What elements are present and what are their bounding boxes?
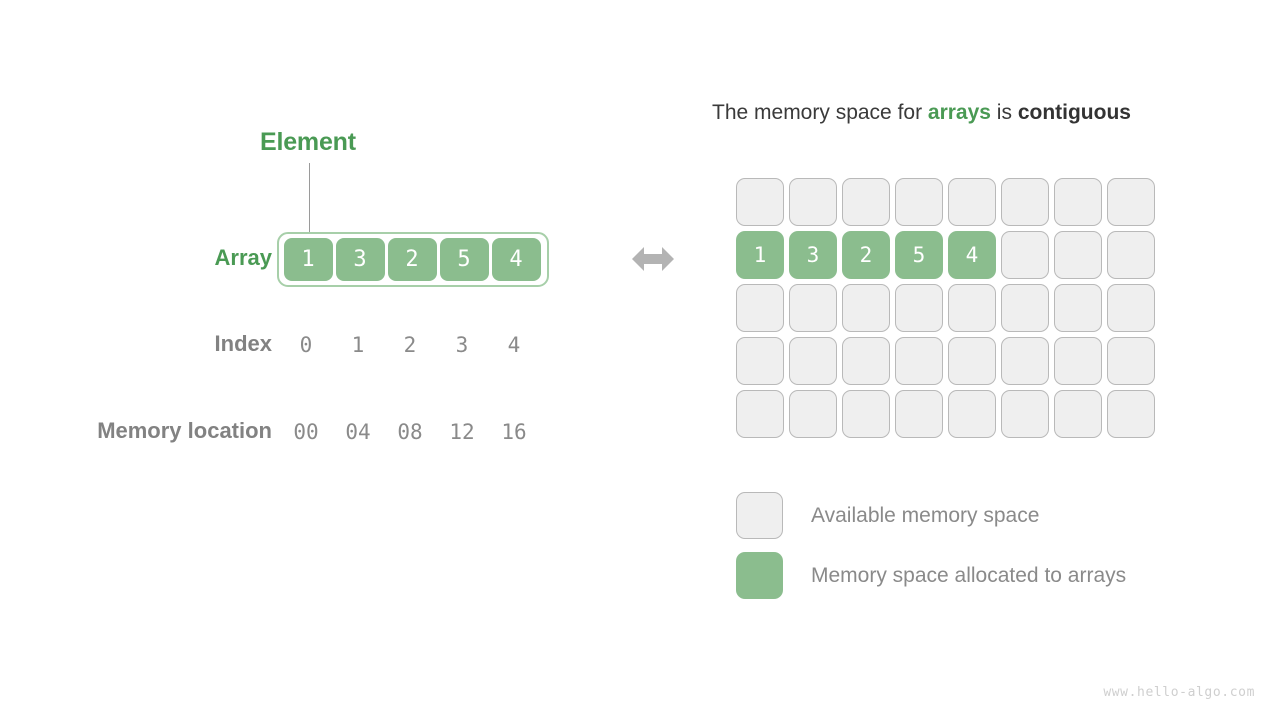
memory-cell-available	[1054, 178, 1102, 226]
memory-cell-available	[1054, 390, 1102, 438]
memory-cell-available	[1107, 231, 1155, 279]
memory-cell-allocated: 4	[948, 231, 996, 279]
memory-location-value: 12	[449, 420, 475, 444]
index-value: 4	[507, 333, 521, 357]
index-value: 2	[403, 333, 417, 357]
memory-cell-available	[736, 337, 784, 385]
memory-cell-available	[948, 390, 996, 438]
memory-cell-available	[1107, 337, 1155, 385]
memory-cell-available	[736, 178, 784, 226]
array-cell: 3	[335, 238, 385, 281]
memory-cell-allocated: 2	[842, 231, 890, 279]
row-label-array: Array	[214, 245, 272, 270]
memory-cell-available	[1107, 178, 1155, 226]
index-value: 3	[455, 333, 469, 357]
memory-cell-allocated: 1	[736, 231, 784, 279]
memory-cell-available	[789, 337, 837, 385]
memory-cell-available	[1054, 284, 1102, 332]
memory-cell-available	[895, 337, 943, 385]
array-cell: 1	[283, 238, 333, 281]
memory-cell-available	[1001, 284, 1049, 332]
memory-cell-available	[1054, 337, 1102, 385]
array-cell: 5	[439, 238, 489, 281]
element-callout-label: Element	[260, 128, 356, 156]
element-callout-connector-line	[309, 163, 310, 239]
memory-cell-available	[1001, 178, 1049, 226]
memory-cell-available	[1107, 284, 1155, 332]
legend-swatch-allocated	[736, 552, 783, 599]
memory-cell-available	[842, 390, 890, 438]
memory-cell-available	[1054, 231, 1102, 279]
index-value: 0	[299, 333, 313, 357]
memory-cell-available	[948, 284, 996, 332]
memory-cell-available	[789, 284, 837, 332]
title-highlight-arrays: arrays	[927, 101, 991, 124]
memory-cell-available	[842, 337, 890, 385]
legend-label: Memory space allocated to arrays	[811, 563, 1127, 587]
memory-cell-available	[948, 337, 996, 385]
right-panel-title: The memory space for arrays is contiguou…	[712, 101, 1131, 125]
double-headed-arrow-icon	[632, 247, 674, 271]
memory-cell-available	[1001, 231, 1049, 279]
memory-cell-available	[895, 284, 943, 332]
array-cell: 2	[387, 238, 437, 281]
memory-cell-available	[736, 284, 784, 332]
row-label-index: Index	[214, 331, 272, 356]
title-part-1: The memory space for	[712, 101, 928, 124]
memory-cell-available	[789, 178, 837, 226]
legend-label: Available memory space	[811, 503, 1040, 527]
memory-cell-available	[1001, 390, 1049, 438]
legend-row: Memory space allocated to arrays	[736, 552, 1126, 599]
memory-cell-available	[736, 390, 784, 438]
memory-location-value: 16	[501, 420, 527, 444]
memory-cell-available	[895, 390, 943, 438]
memory-cell-available	[948, 178, 996, 226]
title-part-2: is	[990, 101, 1018, 124]
watermark: www.hello-algo.com	[1103, 685, 1255, 700]
memory-cell-available	[895, 178, 943, 226]
memory-cell-available	[1001, 337, 1049, 385]
memory-location-value-row: 00 04 08 12 16	[280, 420, 540, 444]
memory-cell-available	[842, 284, 890, 332]
array-cell: 4	[491, 238, 541, 281]
legend-row: Available memory space	[736, 492, 1126, 539]
legend-swatch-available	[736, 492, 783, 539]
memory-location-value: 00	[293, 420, 319, 444]
row-label-memory-location: Memory location	[97, 418, 272, 443]
memory-cell-allocated: 5	[895, 231, 943, 279]
memory-cell-allocated: 3	[789, 231, 837, 279]
memory-cell-available	[842, 178, 890, 226]
title-highlight-contiguous: contiguous	[1017, 101, 1131, 124]
memory-location-value: 08	[397, 420, 423, 444]
index-value-row: 0 1 2 3 4	[280, 333, 540, 357]
memory-cell-available	[1107, 390, 1155, 438]
memory-cell-available	[789, 390, 837, 438]
index-value: 1	[351, 333, 365, 357]
memory-location-value: 04	[345, 420, 371, 444]
